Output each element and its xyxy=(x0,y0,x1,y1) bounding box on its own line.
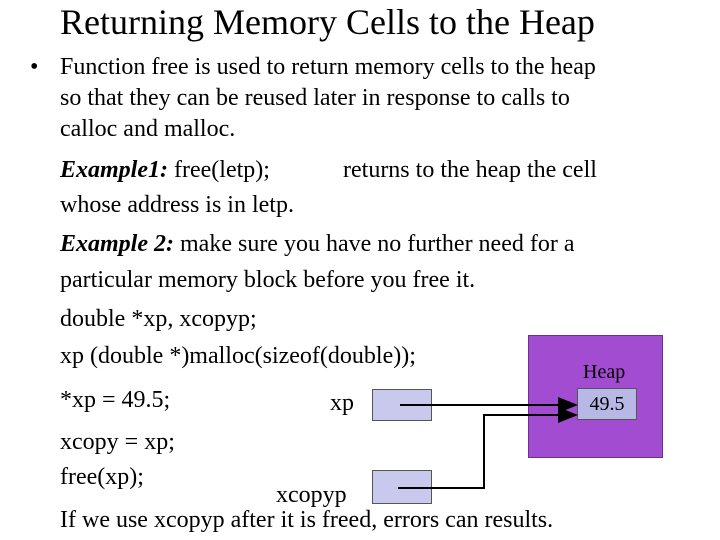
text-line-2: so that they can be reused later in resp… xyxy=(60,85,570,111)
text-line-3: calloc and malloc. xyxy=(60,116,236,142)
example1-description: returns to the heap the cell xyxy=(343,157,597,183)
example2-text: make sure you have no further need for a xyxy=(174,231,575,257)
example2-line: Example 2: make sure you have no further… xyxy=(60,229,575,259)
heap-label: Heap xyxy=(583,361,626,383)
heap-cell-value: 49.5 xyxy=(577,388,637,420)
xcopyp-arrow xyxy=(398,407,578,489)
text-line-1: Function free is used to return memory c… xyxy=(60,54,596,80)
example1-code: free(letp); xyxy=(168,157,270,183)
text-line-5: whose address is in letp. xyxy=(60,192,294,218)
example2-label: Example 2: xyxy=(60,231,174,257)
example1-line: Example1: free(letp); xyxy=(60,155,270,185)
heap-region xyxy=(528,335,663,458)
bullet-icon: • xyxy=(30,54,39,80)
slide-title: Returning Memory Cells to the Heap xyxy=(60,2,595,42)
code-line-declaration: double *xp, xcopyp; xyxy=(60,306,257,332)
xcopyp-label: xcopyp xyxy=(276,482,347,508)
example1-label: Example1: xyxy=(60,157,168,183)
code-line-malloc: xp (double *)malloc(sizeof(double)); xyxy=(60,343,416,369)
xp-label: xp xyxy=(330,390,354,416)
code-line-free: free(xp); xyxy=(60,464,144,490)
text-line-7: particular memory block before you free … xyxy=(60,267,476,293)
text-line-warning: If we use xcopyp after it is freed, erro… xyxy=(60,507,554,533)
code-line-assign: *xp = 49.5; xyxy=(60,387,171,413)
code-line-copy: xcopy = xp; xyxy=(60,429,175,455)
